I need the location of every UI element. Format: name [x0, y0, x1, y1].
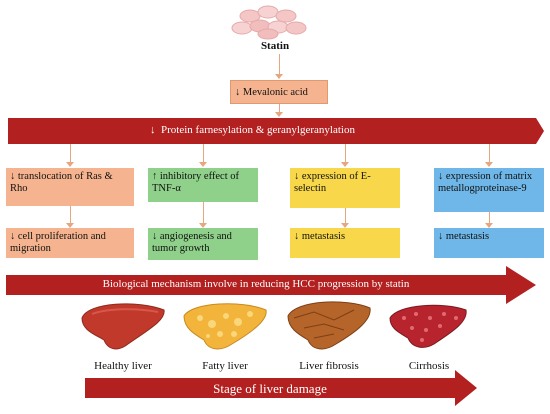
pathway-3-effect-label: expression of E-selectin: [294, 171, 371, 194]
pathway-2-outcome-box: ↓ angiogenesis and tumor growth: [148, 228, 258, 260]
connector-tip: [66, 162, 74, 167]
pathway-2-effect-label: inhibitory effect of TNF-α: [152, 171, 239, 194]
healthy-liver-icon: [81, 303, 165, 350]
mevalonic-acid-label: Mevalonic acid: [242, 87, 308, 98]
down-arrow-icon: ↓: [235, 87, 241, 98]
mechanism-arrow-bar: [6, 275, 506, 295]
mechanism-arrow-tip: [506, 266, 536, 304]
pathway-2-outcome-label: angiogenesis and tumor growth: [152, 231, 232, 254]
connector-tip: [341, 223, 349, 228]
statin-label: Statin: [260, 40, 290, 52]
down-arrow-icon: ↓: [150, 124, 156, 136]
down-arrow-icon: ↓: [152, 231, 160, 242]
down-arrow-icon: ↓: [10, 231, 18, 242]
connector-pathway-1: [70, 206, 71, 223]
liver-fibrosis-label: Liver fibrosis: [299, 360, 359, 372]
down-arrow-icon: ↓: [10, 171, 18, 182]
connector-tip: [485, 162, 493, 167]
connector-tip: [485, 223, 493, 228]
connector-pathway-4: [489, 212, 490, 223]
connector-band-pathway-2: [203, 144, 204, 162]
connector-statin-mevalonic: [279, 54, 280, 74]
connector-band-pathway-1: [70, 144, 71, 162]
pathway-1-outcome-label: cell proliferation and migration: [10, 231, 106, 254]
connector-tip: [199, 162, 207, 167]
cirrhosis-label: Cirrhosis: [408, 360, 450, 372]
stage-label: Stage of liver damage: [213, 381, 327, 396]
cirrhosis-liver-icon: [389, 304, 467, 348]
protein-prenylation-band: [8, 118, 536, 144]
pathway-3-outcome-box: ↓ metastasis: [290, 228, 400, 258]
connector-pathway-3: [345, 208, 346, 223]
pathway-4-effect-label: expression of matrix metallogproteinase-…: [438, 171, 533, 194]
pathway-1-effect-box: ↓ translocation of Ras & Rho: [6, 168, 134, 206]
pathway-1-outcome-box: ↓ cell proliferation and migration: [6, 228, 134, 258]
pathway-4-outcome-label: metastasis: [445, 231, 490, 242]
healthy-liver-label: Healthy liver: [94, 360, 152, 372]
liver-fibrosis-icon: [287, 301, 371, 350]
down-arrow-icon: ↓: [294, 171, 302, 182]
connector-tip: [341, 162, 349, 167]
fatty-liver-icon: [183, 303, 267, 350]
stage-arrow-bar: [85, 378, 455, 398]
connector-band-pathway-4: [489, 144, 490, 162]
pathway-2-effect-box: ↑ inhibitory effect of TNF-α: [148, 168, 258, 202]
connector-tip: [275, 74, 283, 79]
fatty-liver-label: Fatty liver: [202, 360, 248, 372]
stage-arrow-tip: [455, 370, 477, 406]
connector-tip: [199, 223, 207, 228]
mevalonic-acid-box: ↓ Mevalonic acid: [230, 80, 328, 104]
down-arrow-icon: ↓: [438, 231, 446, 242]
connector-pathway-2: [203, 202, 204, 223]
statin-pills-icon: [231, 5, 307, 40]
connector-tip: [66, 223, 74, 228]
up-arrow-icon: ↑: [152, 171, 160, 182]
connector-band-pathway-3: [345, 144, 346, 162]
pathway-1-effect-label: translocation of Ras & Rho: [10, 171, 113, 194]
mechanism-label: Biological mechanism involve in reducing…: [102, 278, 410, 290]
pathway-4-effect-box: ↓ expression of matrix metallogproteinas…: [434, 168, 544, 212]
connector-tip: [275, 112, 283, 117]
protein-band-label-wrap: ↓ Protein farnesylation & geranylgeranyl…: [150, 124, 355, 136]
protein-band-arrow-tip: [536, 118, 544, 144]
pathway-3-outcome-label: metastasis: [301, 231, 346, 242]
pathway-4-outcome-box: ↓ metastasis: [434, 228, 544, 258]
pathway-3-effect-box: ↓ expression of E-selectin: [290, 168, 400, 208]
down-arrow-icon: ↓: [438, 171, 446, 182]
protein-band-label: Protein farnesylation & geranylgeranylat…: [161, 124, 355, 136]
connector-mevalonic-band: [279, 104, 280, 114]
down-arrow-icon: ↓: [294, 231, 302, 242]
